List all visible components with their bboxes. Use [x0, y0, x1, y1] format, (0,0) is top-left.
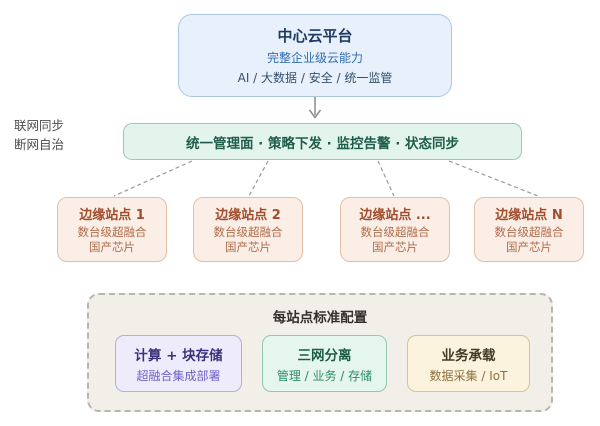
- standard-config-panel: 每站点标准配置 计算 + 块存储 超融合集成部署 三网分离 管理 / 业务 / …: [87, 293, 553, 412]
- edge-site-subtitle-2: 国产芯片: [225, 240, 271, 254]
- edge-site-subtitle-2: 国产芯片: [372, 240, 418, 254]
- online-sync-label: 联网同步: [14, 118, 65, 133]
- sync-mode-labels: 联网同步 断网自治: [14, 116, 64, 154]
- mgmt-to-edge-dashed-lines: [113, 160, 539, 197]
- edge-site-ellipsis-box: 边缘站点 ... 数台级超融合 国产芯片: [340, 197, 450, 262]
- central-cloud-capability: 完整企业级云能力: [266, 51, 363, 65]
- standard-config-title: 每站点标准配置: [272, 310, 368, 326]
- business-load-subtitle: 数据采集 / IoT: [429, 368, 508, 383]
- edge-site-subtitle-1: 数台级超融合: [360, 225, 430, 239]
- edge-site-title: 边缘站点 1: [79, 208, 145, 223]
- compute-storage-subtitle: 超融合集成部署: [136, 368, 221, 383]
- central-cloud-title: 中心云平台: [277, 27, 353, 45]
- offline-autonomy-label: 断网自治: [14, 137, 65, 152]
- edge-site-n-box: 边缘站点 N 数台级超融合 国产芯片: [474, 197, 584, 262]
- management-plane-bar: 统一管理面 · 策略下发 · 监控告警 · 状态同步: [123, 123, 522, 160]
- edge-site-title: 边缘站点 ...: [359, 208, 431, 223]
- network-separation-subtitle: 管理 / 业务 / 存储: [276, 368, 373, 383]
- business-load-box: 业务承载 数据采集 / IoT: [407, 335, 530, 392]
- edge-site-subtitle-1: 数台级超融合: [77, 225, 147, 239]
- edge-site-title: 边缘站点 N: [495, 208, 563, 223]
- edge-site-subtitle-2: 国产芯片: [89, 240, 135, 254]
- compute-storage-title: 计算 + 块存储: [134, 347, 223, 364]
- edge-site-subtitle-2: 国产芯片: [506, 240, 552, 254]
- edge-site-title: 边缘站点 2: [215, 208, 281, 223]
- central-cloud-platform-box: 中心云平台 完整企业级云能力 AI / 大数据 / 安全 / 统一监管: [178, 14, 452, 97]
- edge-site-1-box: 边缘站点 1 数台级超融合 国产芯片: [57, 197, 167, 262]
- edge-site-subtitle-1: 数台级超融合: [494, 225, 564, 239]
- central-cloud-services: AI / 大数据 / 安全 / 统一监管: [237, 71, 393, 85]
- cloud-to-mgmt-arrow: [308, 97, 322, 119]
- business-load-title: 业务承载: [441, 347, 496, 364]
- edge-site-subtitle-1: 数台级超融合: [213, 225, 283, 239]
- compute-storage-box: 计算 + 块存储 超融合集成部署: [115, 335, 242, 392]
- network-separation-title: 三网分离: [297, 347, 352, 364]
- edge-site-2-box: 边缘站点 2 数台级超融合 国产芯片: [193, 197, 303, 262]
- management-plane-label: 统一管理面 · 策略下发 · 监控告警 · 状态同步: [185, 135, 460, 152]
- network-separation-box: 三网分离 管理 / 业务 / 存储: [262, 335, 387, 392]
